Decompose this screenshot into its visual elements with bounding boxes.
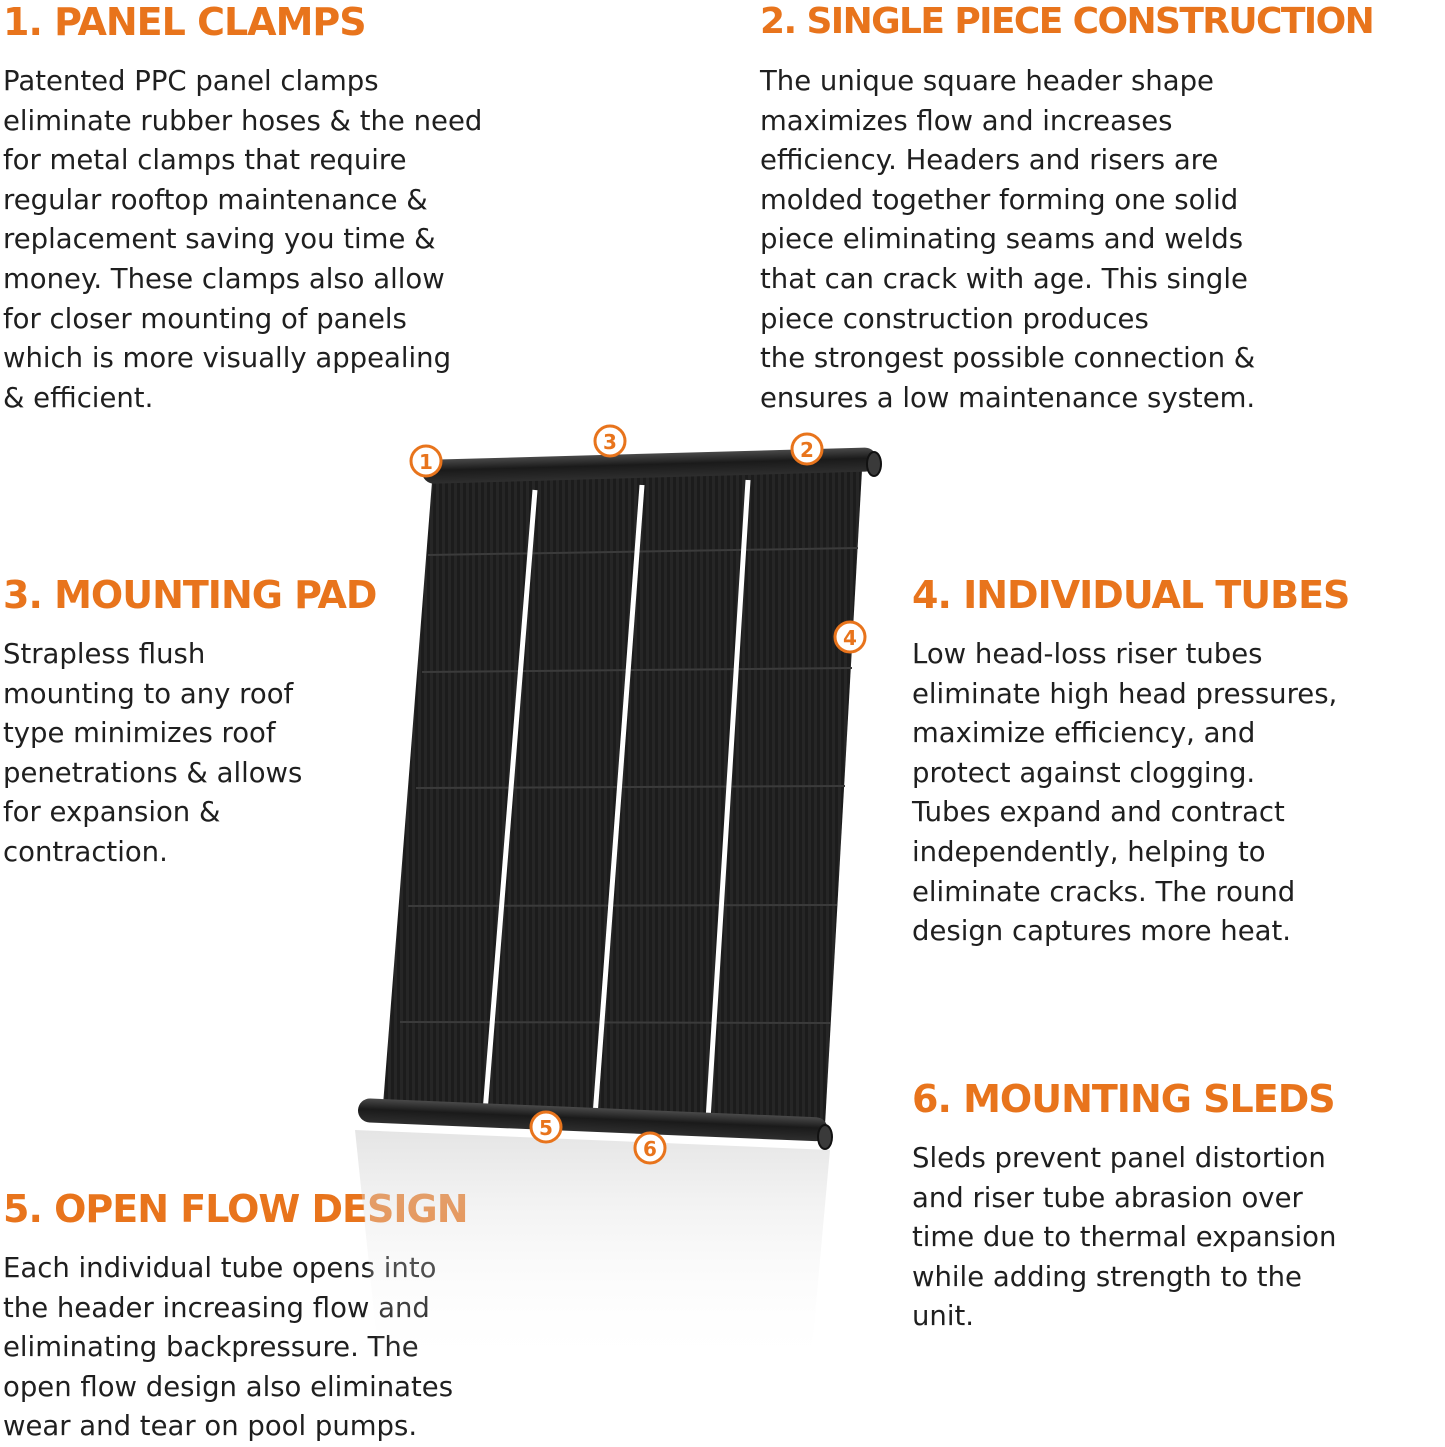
feature-title: 4. INDIVIDUAL TUBES xyxy=(912,573,1350,617)
feature-individual-tubes: 4. INDIVIDUAL TUBES Low head-loss riser … xyxy=(912,573,1445,952)
callout-number: 6 xyxy=(643,1137,657,1161)
bottom-header-pipe xyxy=(357,1098,833,1150)
feature-description: Patented PPC panel clamps eliminate rubb… xyxy=(3,65,483,414)
feature-description: The unique square header shape maximizes… xyxy=(760,65,1256,414)
top-header-pipe xyxy=(421,447,882,484)
feature-mounting-sleds: 6. MOUNTING SLEDS Sleds prevent panel di… xyxy=(912,1077,1445,1337)
feature-single-piece-construction: 2. SINGLE PIECE CONSTRUCTION The unique … xyxy=(760,0,1445,418)
callout-number: 5 xyxy=(539,1116,553,1140)
callout-6: 6 xyxy=(633,1131,667,1165)
solar-panel-illustration: 1 2 3 4 5 6 xyxy=(355,424,882,1370)
feature-panel-clamps: 1. PANEL CLAMPS Patented PPC panel clamp… xyxy=(3,0,603,418)
feature-mounting-pad: 3. MOUNTING PAD Strapless flush mounting… xyxy=(3,573,403,873)
callout-5: 5 xyxy=(529,1110,563,1144)
feature-title: 2. SINGLE PIECE CONSTRUCTION xyxy=(760,1,1375,42)
panel-body xyxy=(383,470,862,1125)
feature-description: Strapless flush mounting to any roof typ… xyxy=(3,638,303,868)
feature-description: Sleds prevent panel distortion and riser… xyxy=(912,1142,1337,1333)
feature-description: Each individual tube opens into the head… xyxy=(3,1252,454,1443)
callout-number: 2 xyxy=(800,438,814,462)
callout-4: 4 xyxy=(833,620,867,654)
panel-horizontal-strips xyxy=(399,547,859,1024)
callout-2: 2 xyxy=(790,432,824,466)
feature-title: 6. MOUNTING SLEDS xyxy=(912,1077,1336,1121)
panel-reflection xyxy=(355,1130,830,1370)
callout-3: 3 xyxy=(593,424,627,458)
callout-1: 1 xyxy=(409,444,443,478)
feature-title: 1. PANEL CLAMPS xyxy=(3,0,367,44)
callout-number: 4 xyxy=(843,626,857,650)
feature-title: 3. MOUNTING PAD xyxy=(3,573,377,617)
feature-description: Low head-loss riser tubes eliminate high… xyxy=(912,638,1338,948)
panel-vertical-gaps xyxy=(482,479,751,1121)
callout-number: 3 xyxy=(603,430,617,454)
callout-number: 1 xyxy=(419,450,433,474)
